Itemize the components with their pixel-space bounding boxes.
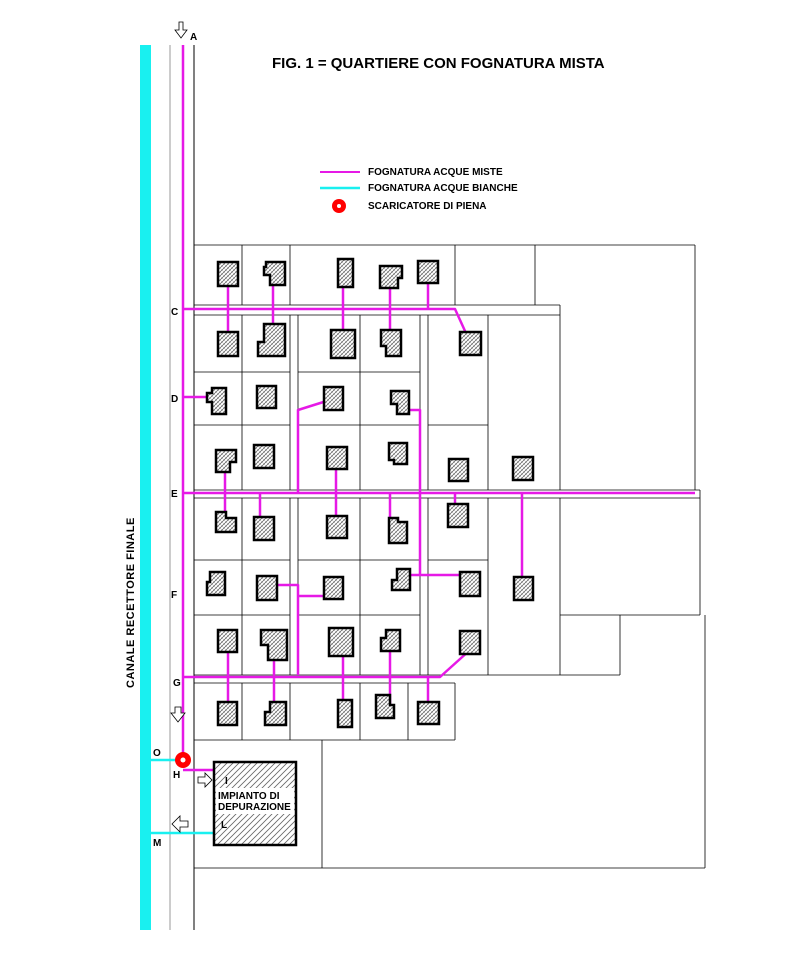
- house: [336, 257, 355, 289]
- house: [327, 626, 355, 658]
- house: [511, 455, 535, 482]
- figure-title: FIG. 1 = QUARTIERE CON FOGNATURA MISTA: [272, 55, 605, 72]
- house: [205, 386, 228, 416]
- house: [387, 441, 409, 466]
- house: [262, 260, 287, 287]
- flow-arrow-down-icon: [170, 706, 186, 723]
- node-label-m: M: [153, 838, 161, 849]
- house: [416, 700, 441, 726]
- house: [259, 628, 289, 662]
- node-label-f: F: [171, 590, 177, 601]
- house: [458, 330, 483, 357]
- house: [205, 570, 227, 597]
- house: [214, 448, 238, 474]
- flow-arrows: [170, 21, 213, 833]
- houses: [205, 257, 535, 729]
- house: [216, 260, 240, 288]
- node-label-e: E: [171, 489, 178, 500]
- house: [252, 443, 276, 470]
- node-label-a: A: [190, 32, 197, 43]
- node-label-d: D: [171, 394, 178, 405]
- house: [322, 385, 345, 412]
- legend-mixed-label: FOGNATURA ACQUE MISTE: [368, 167, 503, 178]
- house: [390, 567, 412, 592]
- canal: [140, 45, 151, 930]
- house: [446, 502, 470, 529]
- house: [329, 328, 357, 360]
- house: [216, 700, 239, 727]
- house: [252, 515, 276, 542]
- canal-label: CANALE RECETTORE FINALE: [125, 517, 137, 688]
- house: [447, 457, 470, 483]
- house: [379, 328, 403, 358]
- house: [458, 629, 482, 656]
- node-label-i: I: [225, 776, 228, 787]
- house: [325, 514, 349, 540]
- node-label-c: C: [171, 307, 178, 318]
- road-edges: [169, 45, 195, 930]
- house: [263, 700, 288, 727]
- house: [458, 570, 482, 598]
- node-label-h: H: [173, 770, 180, 781]
- house: [416, 259, 440, 285]
- house: [378, 264, 404, 290]
- node-label-g: G: [173, 678, 181, 689]
- house: [325, 445, 349, 471]
- house: [322, 575, 345, 601]
- node-label-o: O: [153, 748, 161, 759]
- plant-label-line-2: DEPURAZIONE: [218, 802, 291, 813]
- node-labels: A C D E F G O H I L M: [153, 32, 228, 849]
- house: [216, 628, 239, 654]
- plant-label-line-1: IMPIANTO DI: [218, 791, 280, 802]
- flow-arrow-left-icon: [171, 815, 189, 833]
- house: [336, 698, 354, 729]
- legend: FOGNATURA ACQUE MISTE FOGNATURA ACQUE BI…: [320, 167, 518, 213]
- house: [389, 389, 411, 416]
- house: [256, 322, 287, 358]
- legend-overflow-label: SCARICATORE DI PIENA: [368, 201, 487, 212]
- house: [379, 628, 402, 653]
- flow-arrow-down-icon: [174, 21, 188, 39]
- house: [374, 693, 396, 720]
- house: [255, 574, 279, 602]
- flow-arrow-right-icon: [197, 772, 213, 788]
- house: [255, 384, 278, 410]
- legend-white-label: FOGNATURA ACQUE BIANCHE: [368, 183, 518, 194]
- house: [216, 330, 240, 358]
- node-label-l: L: [221, 820, 227, 831]
- house: [512, 575, 535, 602]
- block-grid: [194, 244, 706, 869]
- house: [387, 516, 409, 545]
- house: [214, 510, 238, 534]
